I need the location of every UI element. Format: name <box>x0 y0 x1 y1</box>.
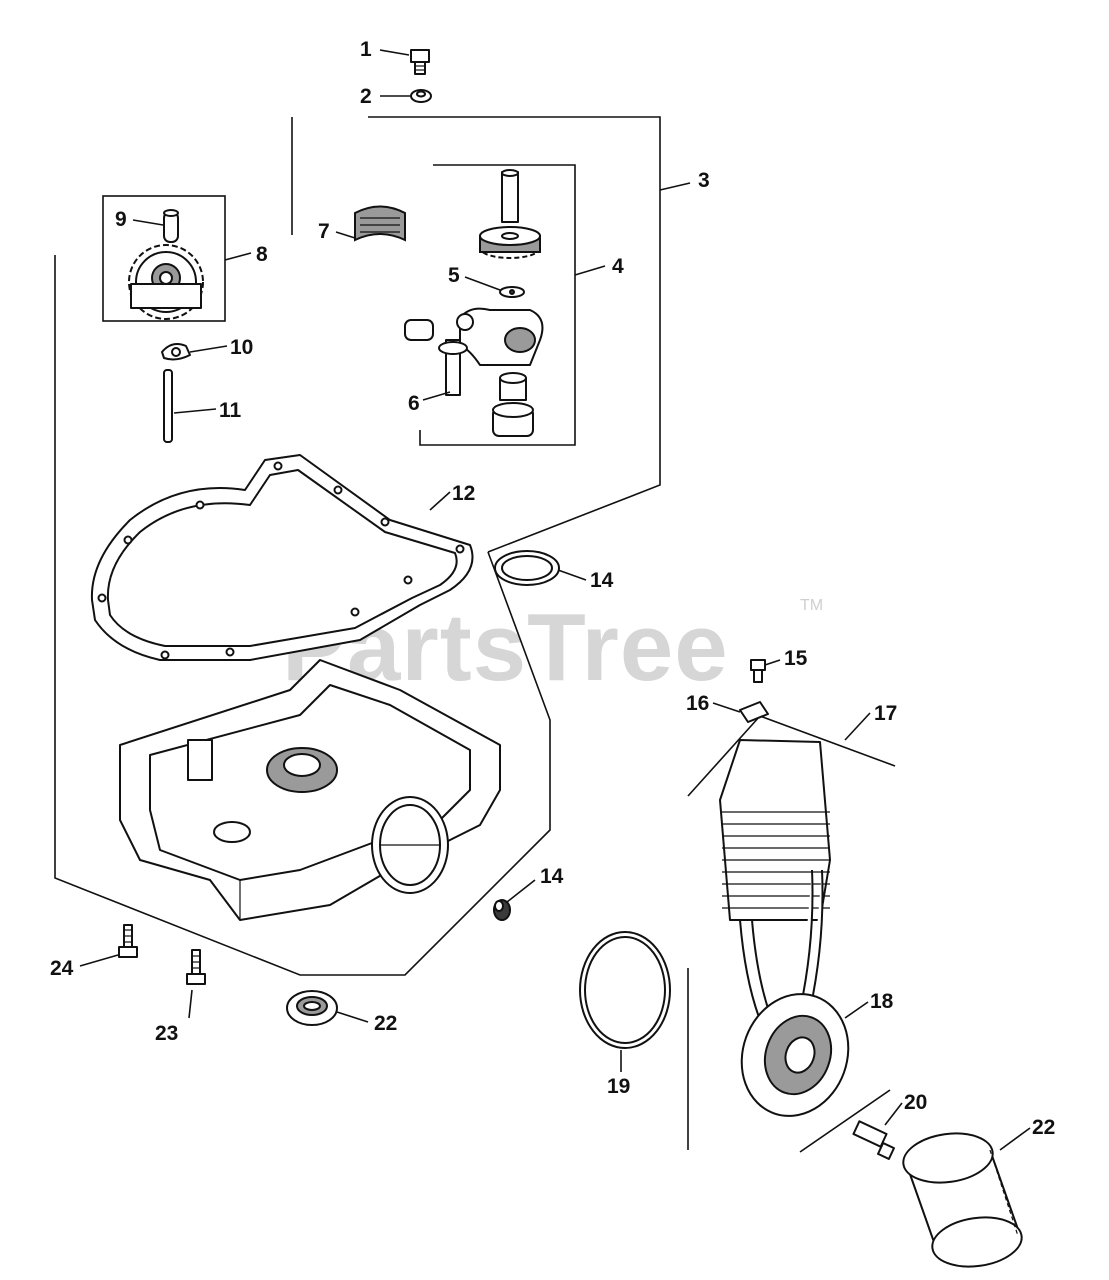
part-2-nut <box>410 89 432 103</box>
part-24-bolt <box>118 924 138 958</box>
part-17-oil-cooler <box>719 739 831 1021</box>
part-10-washer <box>161 343 191 361</box>
part-20-fitting <box>852 1120 895 1160</box>
callout-24: 24 <box>50 957 74 980</box>
part-14-oring <box>494 550 560 586</box>
callout-labels: 1 2 3 4 5 6 7 8 9 10 11 12 14 14 15 16 1… <box>50 38 1055 1139</box>
part-23-bolt <box>186 949 206 985</box>
callout-19: 19 <box>607 1075 630 1098</box>
callout-14-top: 14 <box>590 569 614 592</box>
part-22-oil-filter <box>902 1132 1023 1268</box>
callout-1: 1 <box>360 38 372 61</box>
callout-7: 7 <box>318 220 330 243</box>
callout-6: 6 <box>408 392 420 415</box>
oil-pan-casting <box>119 659 501 921</box>
part-16-plate <box>739 701 769 723</box>
callout-10: 10 <box>230 336 253 359</box>
callout-14-bottom: 14 <box>540 865 564 888</box>
callout-4: 4 <box>612 255 624 278</box>
part-19-oring <box>579 931 671 1049</box>
callout-16: 16 <box>686 692 709 715</box>
callout-18: 18 <box>870 990 894 1013</box>
callout-8: 8 <box>256 243 268 266</box>
watermark-tm: TM <box>800 597 823 614</box>
assembly-frames <box>54 116 896 1153</box>
part-11-pin <box>163 369 173 443</box>
callout-11: 11 <box>219 399 242 422</box>
part-12-gasket <box>90 454 474 661</box>
part-1-bolt <box>410 49 430 75</box>
callout-22-seal: 22 <box>374 1012 397 1035</box>
callout-17: 17 <box>874 702 897 725</box>
part-9-pin <box>163 209 179 243</box>
callout-12: 12 <box>452 482 475 505</box>
part-14-fitting <box>493 899 511 921</box>
part-8-gear <box>128 244 204 320</box>
leader-lines <box>79 49 1031 1151</box>
callout-5: 5 <box>448 264 460 287</box>
callout-2: 2 <box>360 85 372 108</box>
callout-22-filter: 22 <box>1032 1116 1055 1139</box>
part-7-screen <box>354 205 406 242</box>
callout-23: 23 <box>155 1022 178 1045</box>
callout-3: 3 <box>698 169 710 192</box>
callout-15: 15 <box>784 647 808 670</box>
part-4-oil-pump <box>404 169 544 437</box>
callout-20: 20 <box>904 1091 927 1114</box>
part-18-adapter <box>740 993 850 1117</box>
part-22-seal <box>286 990 338 1026</box>
callout-9: 9 <box>115 208 127 231</box>
part-15-screw <box>750 659 766 683</box>
